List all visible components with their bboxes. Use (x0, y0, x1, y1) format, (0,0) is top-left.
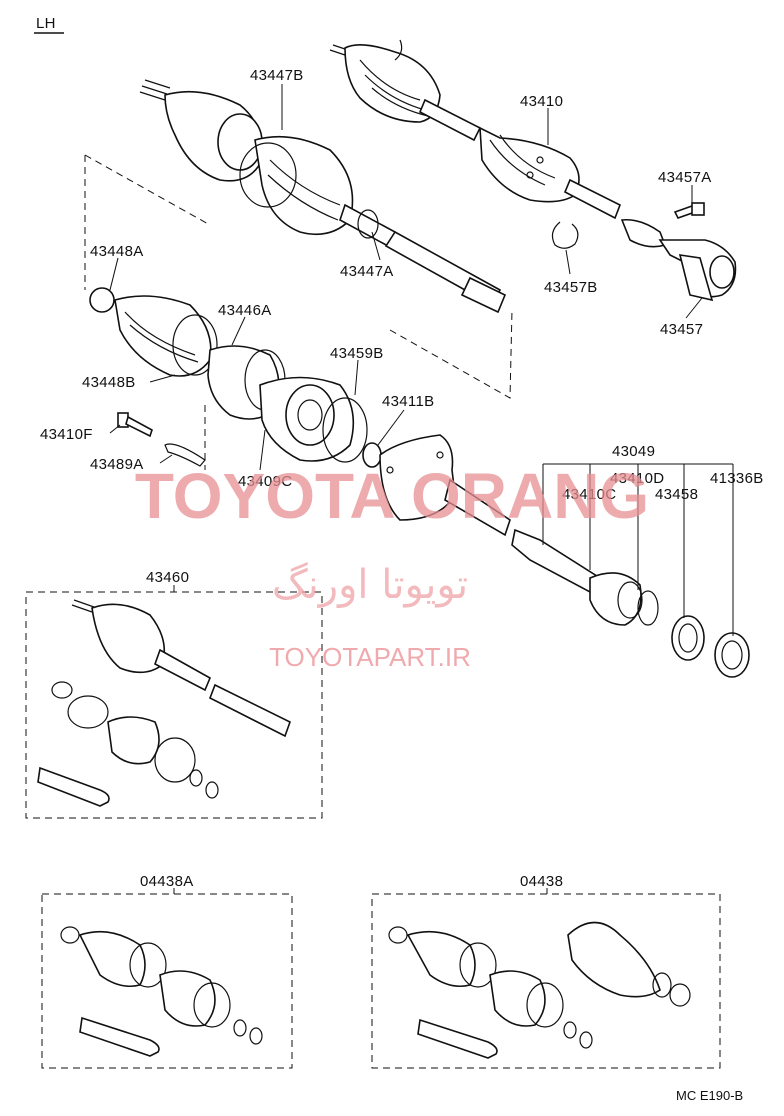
label-43460: 43460 (146, 569, 189, 586)
watermark-site: TOYOTAPART.IR (269, 642, 471, 672)
label-43410F: 43410F (40, 426, 93, 443)
side-tag: LH (36, 15, 56, 32)
label-04438A: 04438A (140, 873, 194, 890)
label-43447B: 43447B (250, 67, 304, 84)
seal-43458 (671, 615, 705, 661)
label-04438: 04438 (520, 873, 563, 890)
bracket-43457 (658, 239, 737, 302)
leader-lines (109, 84, 734, 894)
guide-line-upper (84, 154, 211, 226)
label-43410D: 43410D (610, 470, 664, 487)
clip-43457B (551, 221, 579, 249)
label-43410C: 43410C (562, 486, 616, 503)
label-43411B: 43411B (382, 393, 434, 410)
kit-04438-drawing (388, 921, 691, 1059)
kit-box-04438 (371, 893, 721, 1069)
kit-box-04438A (41, 893, 293, 1069)
main-shaft-drawing (139, 79, 507, 314)
label-43447A: 43447A (340, 263, 394, 280)
label-43489A: 43489A (90, 456, 144, 473)
clip-43489A (164, 443, 206, 467)
watermark-brand: TOYOTA ORANG (135, 460, 649, 532)
label-43049: 43049 (612, 443, 655, 460)
label-43457B: 43457B (544, 279, 598, 296)
watermark-brand-persian: تویوتا اورنگ (272, 562, 468, 608)
shaft-43410-drawing (329, 39, 667, 248)
figure-code: MC E190-B (676, 1088, 743, 1103)
label-43409C: 43409C (238, 473, 292, 490)
label-43457: 43457 (660, 321, 703, 338)
bolt-43457A (673, 202, 705, 219)
label-43459B: 43459B (330, 345, 384, 362)
seal-41336B (714, 632, 750, 678)
label-43446A: 43446A (218, 302, 272, 319)
kit-04438A-drawing (60, 926, 263, 1057)
label-43457A: 43457A (658, 169, 712, 186)
guide-line-right (389, 309, 513, 399)
label-43410: 43410 (520, 93, 563, 110)
bolt-43410F (117, 412, 153, 438)
label-41336B: 41336B (710, 470, 764, 487)
label-43448A: 43448A (90, 243, 144, 260)
label-43448B: 43448B (82, 374, 136, 391)
kit-43460-drawing (37, 599, 291, 807)
joint-43409C (259, 376, 368, 463)
intermediate-shaft-drawing (379, 434, 659, 626)
label-43458: 43458 (655, 486, 698, 503)
